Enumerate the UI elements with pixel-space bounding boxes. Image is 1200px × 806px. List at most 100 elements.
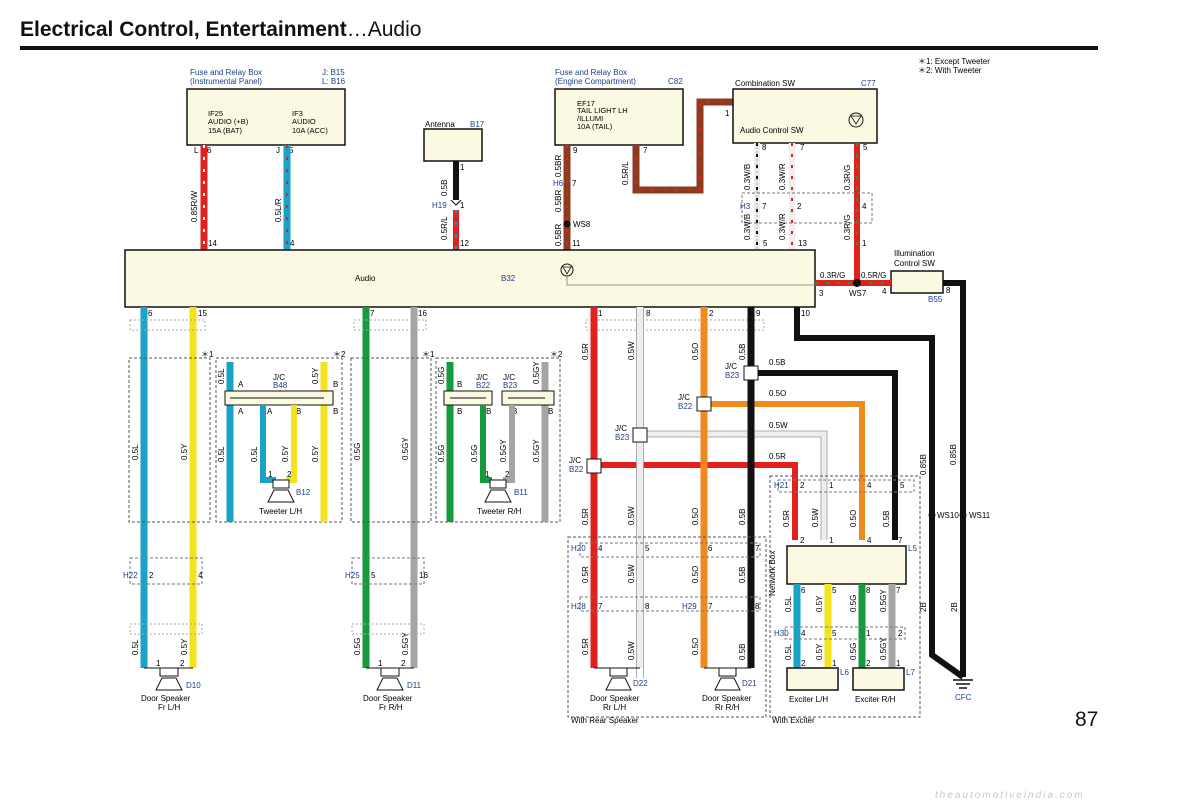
diagram-label: 0.85B (919, 454, 928, 475)
diagram-label: 4 (867, 481, 872, 490)
diagram-label: B (296, 407, 301, 416)
diagram-label: B48 (273, 381, 288, 390)
diagram-label: 0.5R (581, 638, 590, 655)
diagram-label: Fuse and Relay Box (190, 68, 262, 77)
diagram-label: 10 (801, 309, 810, 318)
diagram-label: 7 (598, 602, 603, 611)
diagram-label: J/C (476, 373, 488, 382)
diagram-label: 0.5L/R (274, 198, 283, 222)
diagram-label: L (194, 146, 199, 155)
diagram-label: Fr L/H (158, 703, 180, 712)
diagram-label: Door Speaker (590, 694, 640, 703)
front-rh-circuit: ＊1 0.5G 0.5GY H25 5 16 0.5G 0.5GY 1 2 D1… (345, 307, 435, 712)
diagram-label: Rr L/H (603, 703, 626, 712)
diagram-label: 0.5B (769, 358, 785, 367)
diagram-label: 4 (290, 239, 295, 248)
diagram-label: 2 (800, 481, 805, 490)
speaker-fr-rh-label: Door Speaker (363, 694, 413, 703)
diagram-label: Audio Control SW (740, 126, 804, 135)
diagram-label: 1 (725, 109, 730, 118)
illumination-switch: Illumination Control SW B55 8 4 (882, 249, 951, 304)
diagram-label: 0.5W (627, 341, 636, 360)
diagram-label: 0.5B (738, 644, 747, 660)
diagram-label: Combination SW (735, 79, 795, 88)
diagram-label: 2B (950, 602, 959, 612)
diagram-label: ＊2 (550, 350, 563, 359)
diagram-label: 0.5L (217, 368, 226, 384)
diagram-label: 0.3W/R (778, 163, 787, 190)
diagram-label: 0.3R/G (820, 271, 845, 280)
diagram-label: B23 (503, 381, 518, 390)
diagram-label: 8 (946, 286, 951, 295)
diagram-label: ＊2 (333, 350, 346, 359)
diagram-label: J (276, 146, 280, 155)
diagram-label: 0.5GY (401, 437, 410, 460)
diagram-label: 0.5Y (311, 445, 320, 462)
exciter-lh-label: Exciter L/H (789, 695, 828, 704)
diagram-label: EF17 (577, 99, 595, 108)
diagram-label: 0.5R (581, 343, 590, 360)
diagram-label: H25 (345, 571, 360, 580)
diagram-label: 1 (896, 659, 901, 668)
diagram-label: 2B (919, 602, 928, 612)
diagram-label: Rr R/H (715, 703, 740, 712)
diagram-label: 7 (762, 202, 767, 211)
diagram-label: 0.3W/B (743, 214, 752, 240)
diagram-label: 5 (863, 143, 868, 152)
diagram-label: WS8 (573, 220, 591, 229)
diagram-label: 9 (573, 146, 578, 155)
diagram-label: H3 (740, 202, 751, 211)
diagram-label: 0.5G (437, 445, 446, 462)
diagram-label: B22 (678, 402, 693, 411)
diagram-label: With Exciter (772, 716, 815, 725)
diagram-label: H21 (774, 481, 789, 490)
diagram-label: 7 (572, 179, 577, 188)
diagram-label: 2 (801, 659, 806, 668)
diagram-label: 13 (798, 239, 807, 248)
diagram-label: 5 (763, 239, 768, 248)
diagram-label: 0.85B (949, 444, 958, 465)
diagram-label: C77 (861, 79, 876, 88)
diagram-label: 7 (898, 536, 903, 545)
diagram-label: H22 (123, 571, 138, 580)
diagram-label: Antenna (425, 120, 455, 129)
diagram-label: 2 (797, 202, 802, 211)
note-except-tweeter: ＊1: Except Tweeter (918, 57, 990, 66)
diagram-label: Control SW (894, 259, 935, 268)
diagram-label: (Instrumental Panel) (190, 77, 262, 86)
diagram-label: 0.5G (470, 445, 479, 462)
diagram-label: B12 (296, 488, 311, 497)
front-lh-circuit: ＊1 0.5L 0.5Y H22 2 4 0.5L 0.5Y 1 2 D10 D… (123, 307, 214, 712)
diagram-label: 5 (289, 146, 294, 155)
diagram-label: AUDIO (292, 117, 316, 126)
combination-switch: Combination SW C77 Audio Control SW 1 8 … (725, 79, 878, 152)
exciter-rh-label: Exciter R/H (855, 695, 896, 704)
diagram-label: 10A (ACC) (292, 126, 328, 135)
diagram-label: Network Box (768, 551, 777, 596)
diagram-label: 2 (180, 659, 185, 668)
diagram-label: 0.5R/L (440, 216, 449, 240)
diagram-label: IF3 (292, 109, 303, 118)
diagram-label: 12 (460, 239, 469, 248)
diagram-label: 8 (646, 309, 651, 318)
diagram-label: 6 (148, 309, 153, 318)
diagram-label: 7 (708, 602, 713, 611)
diagram-label: A (238, 407, 244, 416)
diagram-label: 0.5O (691, 343, 700, 360)
diagram-label: 1 (460, 163, 465, 172)
diagram-label: 4 (862, 202, 867, 211)
diagram-label: 1 (268, 470, 273, 479)
diagram-label: B17 (470, 120, 485, 129)
diagram-label: 7 (755, 544, 760, 553)
note-with-tweeter: ＊2: With Tweeter (918, 66, 982, 75)
diagram-label: 0.5L (784, 596, 793, 612)
diagram-label: L: B16 (322, 77, 346, 86)
diagram-label: 0.5G (849, 643, 858, 660)
diagram-label: 0.5Y (815, 595, 824, 612)
diagram-label: 0.5G (353, 638, 362, 655)
antenna-block: Antenna B17 1 0.5B H19 1 0.5R/L 12 (423, 120, 485, 250)
diagram-label: 6 (708, 544, 713, 553)
diagram-label: 8 (645, 602, 650, 611)
diagram-label: J/C (725, 362, 737, 371)
diagram-label: Illumination (894, 249, 934, 258)
